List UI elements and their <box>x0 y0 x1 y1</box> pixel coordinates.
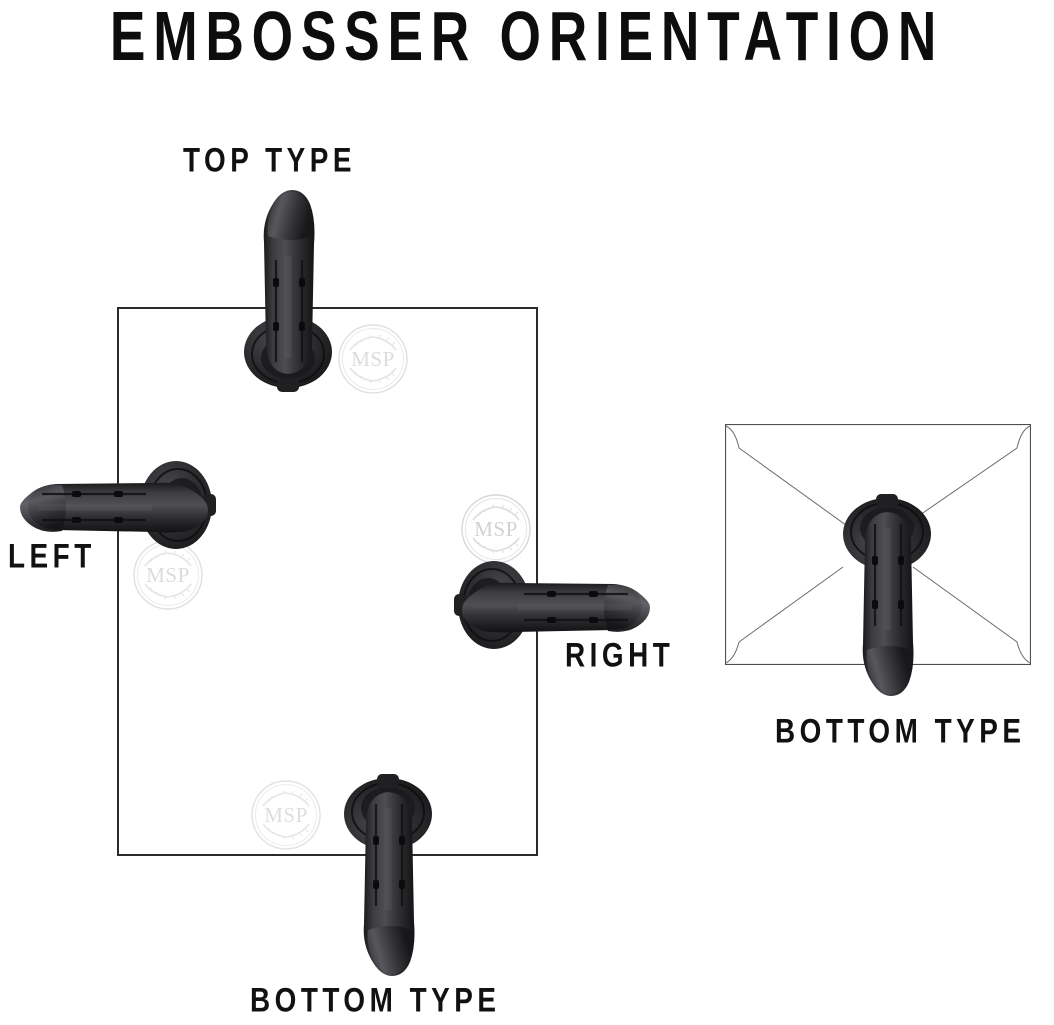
embosser-right <box>452 552 664 658</box>
embosser-top-type <box>232 186 344 394</box>
label-right: RIGHT <box>565 635 675 675</box>
embosser-left <box>6 452 218 558</box>
msp-seal-icon: MSP <box>336 322 410 396</box>
label-left: LEFT <box>8 536 96 576</box>
label-bottom-type-paper: BOTTOM TYPE <box>250 980 501 1020</box>
msp-seal-icon: MSP <box>249 778 323 852</box>
page-title: EMBOSSER ORIENTATION <box>109 0 945 76</box>
msp-seal-icon: MSP <box>459 492 533 566</box>
svg-text:MSP: MSP <box>264 803 308 827</box>
svg-text:MSP: MSP <box>474 517 518 541</box>
label-bottom-type-envelope: BOTTOM TYPE <box>775 711 1026 751</box>
embosser-bottom-type-envelope <box>831 492 943 700</box>
embosser-bottom-type-paper <box>332 772 444 980</box>
msp-seal-icon: MSP <box>131 538 205 612</box>
svg-text:MSP: MSP <box>351 347 395 371</box>
label-top-type: TOP TYPE <box>183 140 356 180</box>
svg-text:MSP: MSP <box>146 563 190 587</box>
